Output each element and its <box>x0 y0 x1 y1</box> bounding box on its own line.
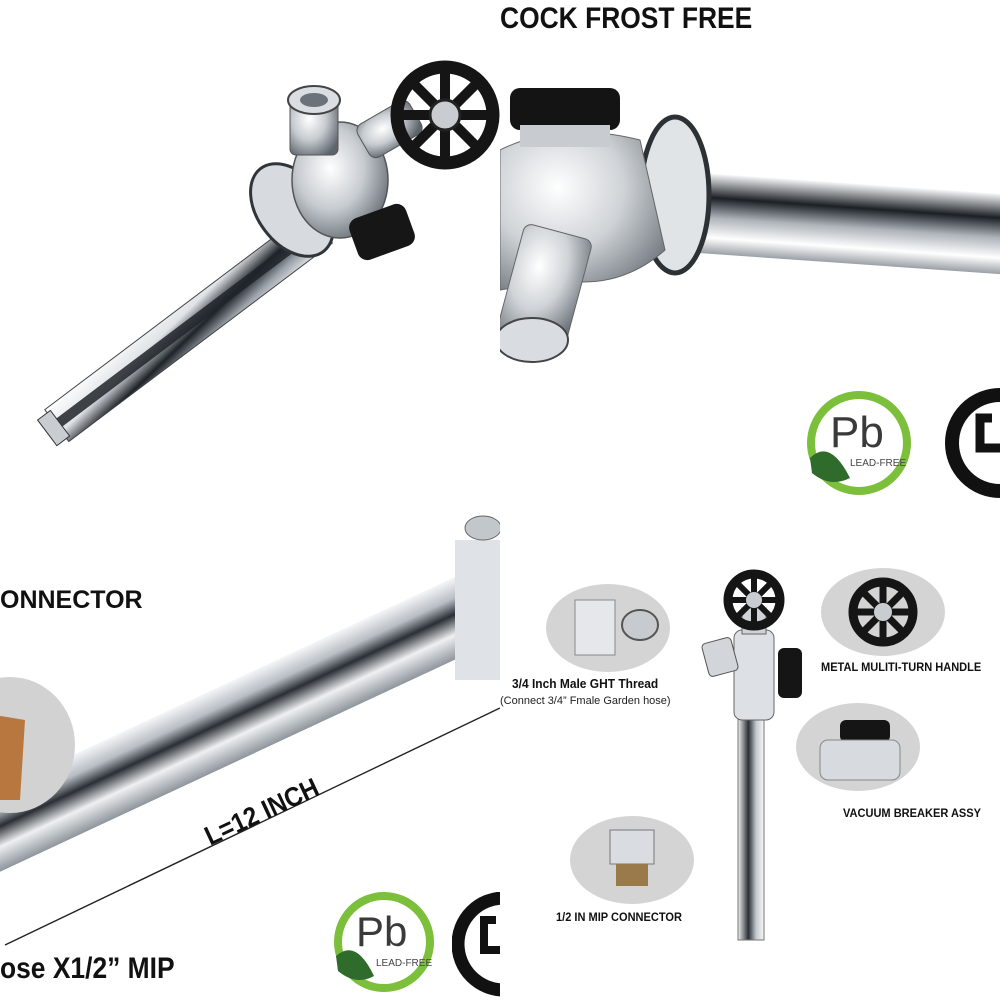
panel-parts: 3/4 Inch Male GHT Thread (Connect 3/4” F… <box>500 500 1000 1000</box>
lead-free-text-2: LEAD-FREE <box>376 958 433 969</box>
panel-pipe-length: ONNECTOR L=12 INCH ose X1/2” MIP Pb LEAD… <box>0 500 500 1000</box>
handle-label: METAL MULITI-TURN HANDLE <box>821 660 982 674</box>
mip-connector-label: 1/2 IN MIP CONNECTOR <box>556 910 682 924</box>
handwheel-icon <box>390 60 500 170</box>
connector-text: ONNECTOR <box>0 586 143 614</box>
panel-faucet-overview <box>0 0 500 500</box>
lead-free-badge: Pb LEAD-FREE <box>800 388 918 498</box>
faucet-closeup-image <box>500 88 1000 363</box>
ght-sublabel: (Connect 3/4” Fmale Garden hose) <box>500 695 671 707</box>
vacuum-breaker-label: VACUUM BREAKER ASSY <box>843 806 982 820</box>
parts-image <box>546 568 945 941</box>
lead-free-badge-2: Pb LEAD-FREE <box>328 890 440 995</box>
pipe-image <box>0 515 500 946</box>
panel-closeup: COCK FROST FREE Pb LEAD-FREE <box>500 0 1000 500</box>
faucet-image <box>36 60 500 447</box>
csa-mark-icon-2 <box>452 892 500 997</box>
csa-mark-icon <box>940 388 1000 498</box>
title-frost-free: COCK FROST FREE <box>500 2 753 35</box>
ght-label: 3/4 Inch Male GHT Thread <box>512 676 659 691</box>
lead-free-text: LEAD-FREE <box>850 458 907 469</box>
bottom-mip-text: ose X1/2” MIP <box>0 952 175 985</box>
pb-text: Pb <box>830 408 884 457</box>
pb-text-2: Pb <box>356 908 408 955</box>
